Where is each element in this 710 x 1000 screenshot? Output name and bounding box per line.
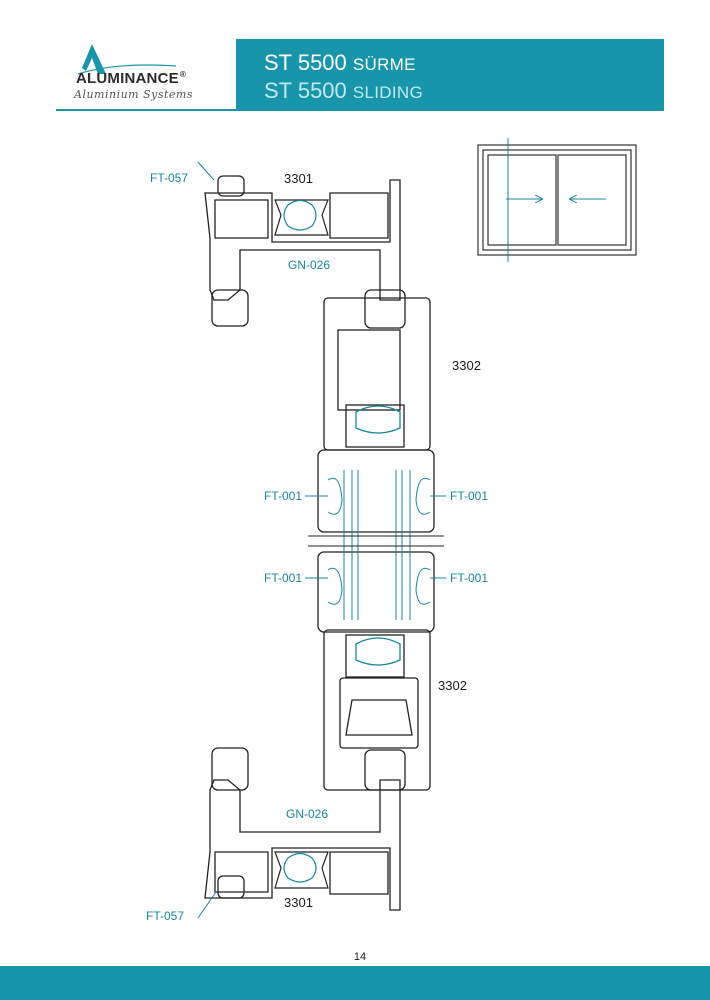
logo-swoosh bbox=[77, 64, 177, 75]
label-3302-upper: 3302 bbox=[452, 358, 481, 373]
registered-mark: ® bbox=[179, 70, 186, 79]
label-ft057-bottom: FT-057 bbox=[146, 909, 185, 923]
label-3301-bottom: 3301 bbox=[284, 895, 313, 910]
thumb-left-sash bbox=[487, 154, 557, 246]
brand-text: ALUMINANCE bbox=[76, 70, 179, 87]
bottom-thermal-break bbox=[274, 851, 329, 889]
title-tr-main: ST 5500 bbox=[264, 50, 353, 75]
glazing-unit bbox=[317, 449, 435, 633]
brand-name: ALUMINANCE® bbox=[76, 70, 186, 87]
thumb-inner-frame bbox=[482, 149, 632, 251]
title-turkish: ST 5500 SÜRME bbox=[264, 50, 416, 78]
lower-sash-profile bbox=[323, 629, 431, 791]
title-en-suffix: SLIDING bbox=[352, 83, 424, 102]
title-english: ST 5500 SLIDING bbox=[264, 78, 423, 106]
label-ft001-left-upper: FT-001 bbox=[264, 489, 303, 503]
label-ft001-left-lower: FT-001 bbox=[264, 571, 303, 585]
label-ft001-right-lower: FT-001 bbox=[450, 571, 489, 585]
label-ft001-right-upper: FT-001 bbox=[450, 489, 489, 503]
page-number: 14 bbox=[353, 951, 367, 963]
aluminance-logo bbox=[77, 44, 177, 75]
ft001-gasket-lower-right bbox=[415, 567, 431, 605]
label-3301-top: 3301 bbox=[284, 171, 313, 186]
top-frame-profile bbox=[204, 175, 406, 329]
brand-tagline: Aluminium Systems bbox=[74, 88, 194, 101]
footer-band bbox=[0, 966, 710, 1000]
label-ft057-top: FT-057 bbox=[150, 171, 189, 185]
bottom-frame-profile bbox=[204, 747, 406, 911]
label-gn026-top: GN-026 bbox=[288, 258, 331, 272]
logo-triangle-mark bbox=[82, 44, 106, 74]
label-3302-lower: 3302 bbox=[438, 678, 467, 693]
label-gn026-bottom: GN-026 bbox=[286, 807, 329, 821]
title-en-main: ST 5500 bbox=[264, 78, 353, 103]
upper-sash-profile bbox=[323, 297, 431, 451]
elevation-thumbnail bbox=[477, 138, 637, 262]
thumb-right-sash bbox=[557, 154, 627, 246]
top-thermal-break bbox=[274, 199, 329, 236]
ft001-gasket-upper-right bbox=[415, 477, 431, 515]
header-band bbox=[236, 39, 664, 111]
glass-break-lines bbox=[308, 535, 444, 547]
title-tr-suffix: SÜRME bbox=[352, 55, 416, 74]
thumb-outer-frame bbox=[477, 144, 637, 256]
ft001-gasket-lower-left bbox=[327, 567, 343, 605]
ft001-gasket-upper-left bbox=[327, 477, 343, 515]
header-rule bbox=[56, 109, 236, 111]
leader-lines bbox=[197, 161, 446, 919]
